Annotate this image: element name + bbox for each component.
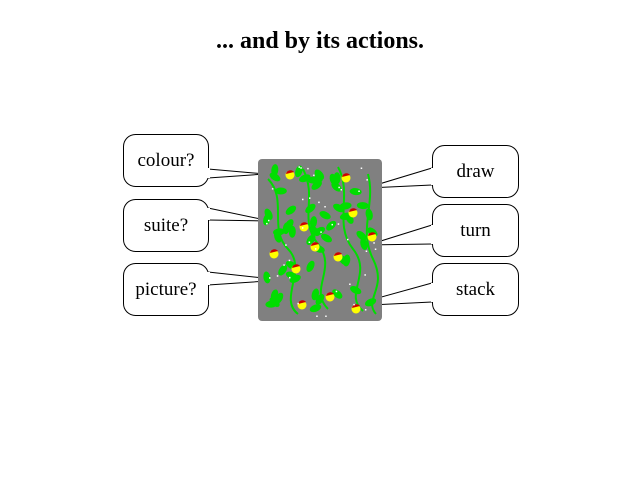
action-callout-stack: stack [431,263,519,316]
callout-bubble [123,263,210,316]
playing-card-back [258,159,382,321]
question-label-colour: colour? [137,149,195,171]
callout-bubble [123,134,210,187]
slide-title: ... and by its actions. [215,28,425,54]
question-label-suite: suite? [143,214,189,236]
question-callout-suite: suite? [123,199,210,252]
action-label-draw: draw [456,160,495,182]
action-callout-draw: draw [431,145,519,198]
question-label-picture: picture? [135,278,197,300]
callout-bubble [123,199,210,252]
callout-bubble [431,263,519,316]
question-callout-picture: picture? [123,263,210,316]
action-label-turn: turn [460,219,491,241]
callout-bubble [431,145,519,198]
card-back-pattern [258,159,382,321]
callout-bubble [431,204,519,257]
action-callout-turn: turn [431,204,519,257]
action-label-stack: stack [455,278,496,300]
question-callout-colour: colour? [123,134,210,187]
